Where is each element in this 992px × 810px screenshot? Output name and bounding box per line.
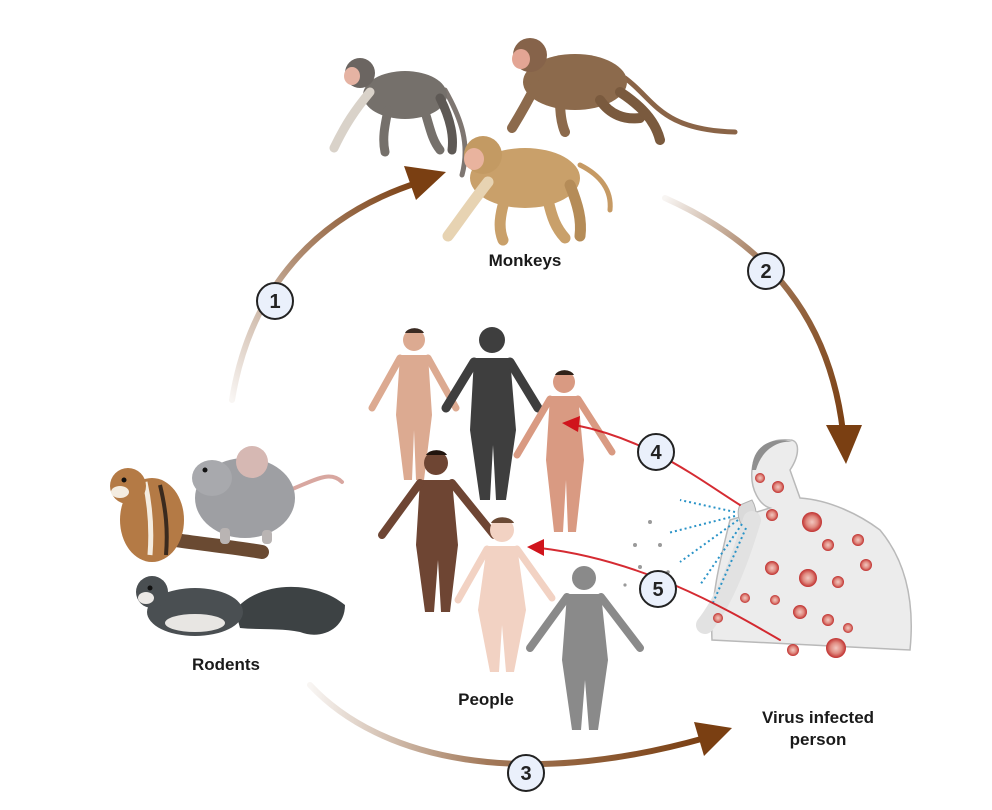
monkey-brown [507,38,738,145]
step-marker-1: 1 [256,282,294,320]
mouse [192,446,344,544]
spray-particles [623,520,670,587]
person-grey [526,566,644,730]
monkey-grey [329,58,468,178]
step-marker-5: 5 [639,570,677,608]
step-number-2: 2 [760,261,771,283]
step-marker-4: 4 [637,433,675,471]
chipmunk [110,468,269,562]
infected-person [696,439,912,651]
cycle-arrow-2 [662,195,862,464]
step-number-1: 1 [269,291,280,313]
cycle-arrow-3 [307,682,732,768]
cycle-arrow-1 [229,166,446,403]
cough-droplets [667,499,747,606]
step-number-4: 4 [650,442,662,464]
label-people: People [458,690,514,709]
step-marker-2: 2 [747,252,785,290]
person-pale-female [454,517,556,672]
label-rodents: Rodents [192,655,260,674]
step-marker-3: 3 [507,754,545,792]
step-number-5: 5 [652,579,663,601]
person-brown [378,450,498,612]
label-monkeys: Monkeys [489,251,562,270]
squirrel [136,576,345,636]
label-infected-line2: person [790,730,847,749]
step-number-3: 3 [520,763,531,785]
monkey-tan [442,136,613,246]
label-infected-line1: Virus infected [762,708,874,727]
skin-lesions [713,473,872,658]
person-dark-grey [441,327,543,500]
